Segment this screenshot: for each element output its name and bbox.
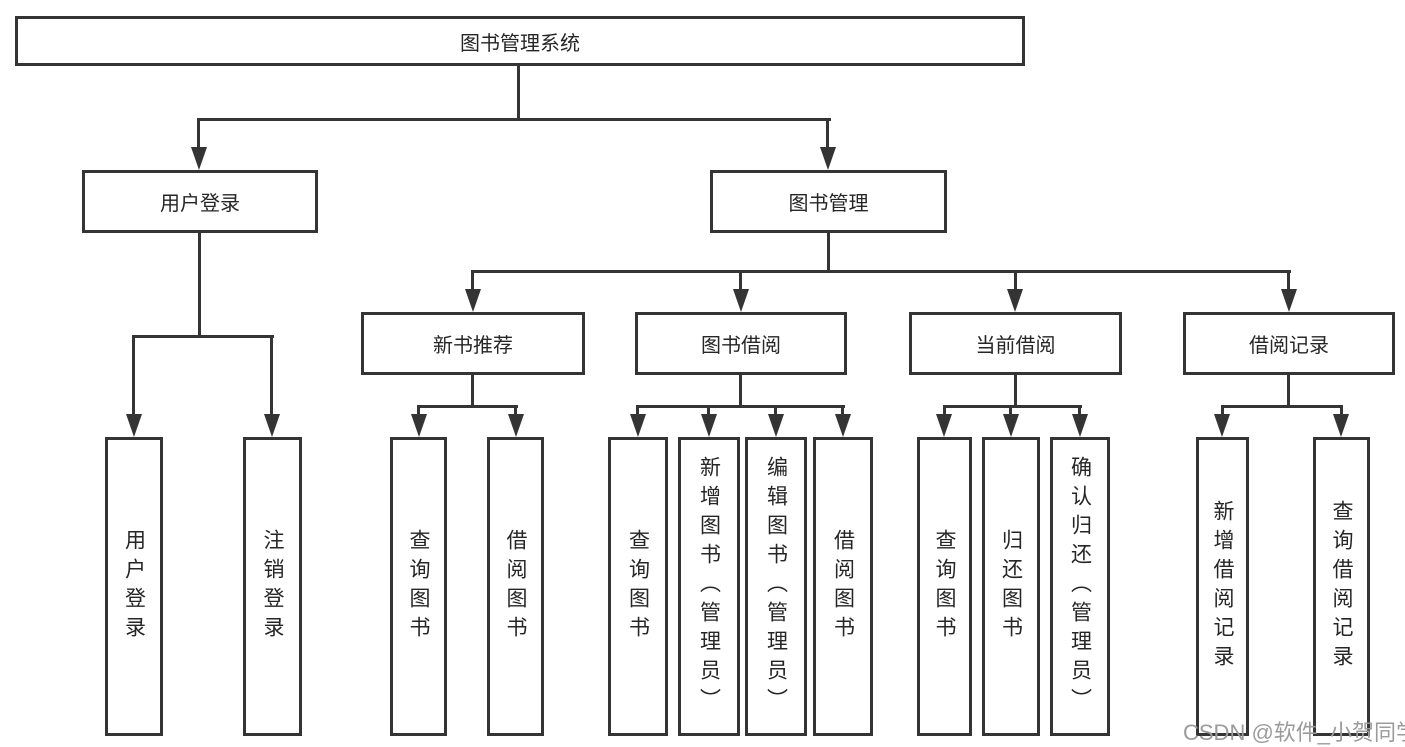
csdn-watermark: CSDN @软件_小贺同学 (1183, 720, 1405, 745)
leaf-add-book-admin-label: 新增图书（管理员） (697, 456, 721, 717)
leaf-return-book-label: 归还图书 (999, 528, 1023, 645)
connector-book-mgmt-stem (827, 231, 830, 273)
connector-new-rec-stem (471, 373, 474, 408)
leaf-borrow-query-book: 查询图书 (608, 437, 668, 736)
leaf-current-query-book: 查询图书 (917, 437, 972, 736)
leaf-user-login: 用户登录 (105, 437, 163, 736)
leaf-borrow-lend-book-label: 借阅图书 (831, 528, 855, 645)
connector-drop-borrow-edit (774, 407, 777, 417)
leaf-logout: 注销登录 (243, 437, 302, 736)
connector-drop-record-add (1221, 407, 1224, 417)
connector-drop-book-mgmt (826, 120, 829, 152)
connector-book-mgmt-bar (471, 270, 1291, 273)
leaf-add-borrow-record: 新增借阅记录 (1196, 437, 1249, 736)
arrowhead-down-icon (1214, 414, 1230, 437)
connector-record-stem (1287, 373, 1290, 408)
leaf-rec-query-book-label: 查询图书 (407, 528, 430, 645)
leaf-logout-label: 注销登录 (261, 528, 284, 645)
connector-new-rec-bar (417, 405, 518, 408)
connector-drop-rec-query (417, 407, 420, 417)
connector-root-stem (517, 64, 520, 120)
node-book-mgmt: 图书管理 (710, 170, 947, 233)
node-user-login: 用户登录 (82, 170, 318, 233)
arrowhead-down-icon (701, 414, 717, 437)
arrowhead-down-icon (508, 414, 524, 437)
connector-drop-current-query (943, 407, 946, 417)
leaf-return-book: 归还图书 (982, 437, 1040, 736)
arrowhead-down-icon (733, 289, 749, 312)
node-book-borrow-label: 图书借阅 (701, 335, 781, 357)
leaf-rec-query-book: 查询图书 (390, 437, 447, 736)
leaf-rec-borrow-book-label: 借阅图书 (504, 528, 527, 645)
arrowhead-down-icon (1007, 289, 1023, 312)
leaf-add-book-admin: 新增图书（管理员） (678, 437, 740, 736)
connector-drop-leaf-logout (270, 337, 273, 417)
leaf-add-borrow-record-label: 新增借阅记录 (1211, 499, 1234, 674)
connector-user-login-stem (198, 231, 201, 337)
arrowhead-down-icon (465, 289, 481, 312)
connector-drop-borrow-lend (841, 407, 844, 417)
connector-drop-record-query (1340, 407, 1343, 417)
node-borrow-record-label: 借阅记录 (1249, 335, 1329, 357)
connector-current-stem (1014, 373, 1017, 408)
node-borrow-record: 借阅记录 (1183, 312, 1395, 375)
arrowhead-down-icon (264, 414, 280, 437)
leaf-rec-borrow-book: 借阅图书 (487, 437, 544, 736)
arrowhead-down-icon (191, 147, 207, 170)
connector-root-bar (197, 118, 831, 121)
node-new-book-rec: 新书推荐 (361, 312, 585, 375)
arrowhead-down-icon (1003, 414, 1019, 437)
connector-user-login-bar (132, 335, 274, 338)
leaf-confirm-return-admin: 确认归还（管理员） (1050, 437, 1110, 736)
node-book-mgmt-label: 图书管理 (788, 193, 869, 215)
arrowhead-down-icon (1333, 414, 1349, 437)
node-user-login-label: 用户登录 (160, 193, 240, 215)
connector-drop-borrow (739, 272, 742, 292)
connector-drop-borrow-add (707, 407, 710, 417)
arrowhead-down-icon (835, 414, 851, 437)
leaf-current-query-book-label: 查询图书 (933, 528, 956, 645)
node-new-book-rec-label: 新书推荐 (433, 335, 513, 357)
arrowhead-down-icon (1281, 289, 1297, 312)
arrowhead-down-icon (936, 414, 952, 437)
leaf-query-borrow-record: 查询借阅记录 (1313, 437, 1370, 736)
connector-record-bar (1221, 405, 1343, 408)
leaf-confirm-return-admin-label: 确认归还（管理员） (1068, 456, 1092, 717)
node-root: 图书管理系统 (15, 16, 1025, 66)
connector-drop-record (1287, 272, 1290, 292)
arrowhead-down-icon (820, 147, 836, 170)
connector-borrow-stem (739, 373, 742, 408)
arrowhead-down-icon (411, 414, 427, 437)
connector-drop-current-return (1009, 407, 1012, 417)
connector-drop-user-login (197, 120, 200, 152)
arrowhead-down-icon (630, 414, 646, 437)
node-current-borrow-label: 当前借阅 (975, 335, 1056, 357)
connector-borrow-bar (636, 405, 845, 408)
node-root-label: 图书管理系统 (460, 32, 580, 55)
arrowhead-down-icon (126, 414, 142, 437)
leaf-borrow-query-book-label: 查询图书 (626, 528, 650, 645)
connector-drop-rec-borrow (514, 407, 517, 417)
leaf-query-borrow-record-label: 查询借阅记录 (1330, 499, 1353, 674)
connector-drop-current-confirm (1078, 407, 1081, 417)
arrowhead-down-icon (1072, 414, 1088, 437)
leaf-user-login-label: 用户登录 (122, 528, 146, 645)
connector-drop-leaf-login (132, 337, 135, 417)
connector-current-bar (943, 405, 1082, 408)
leaf-borrow-lend-book: 借阅图书 (813, 437, 873, 736)
connector-drop-borrow-query (636, 407, 639, 417)
node-book-borrow: 图书借阅 (635, 312, 847, 375)
leaf-edit-book-admin: 编辑图书（管理员） (745, 437, 807, 736)
node-current-borrow: 当前借阅 (909, 312, 1122, 375)
connector-drop-new-rec (471, 272, 474, 292)
connector-drop-current (1014, 272, 1017, 292)
arrowhead-down-icon (768, 414, 784, 437)
leaf-edit-book-admin-label: 编辑图书（管理员） (764, 456, 788, 717)
